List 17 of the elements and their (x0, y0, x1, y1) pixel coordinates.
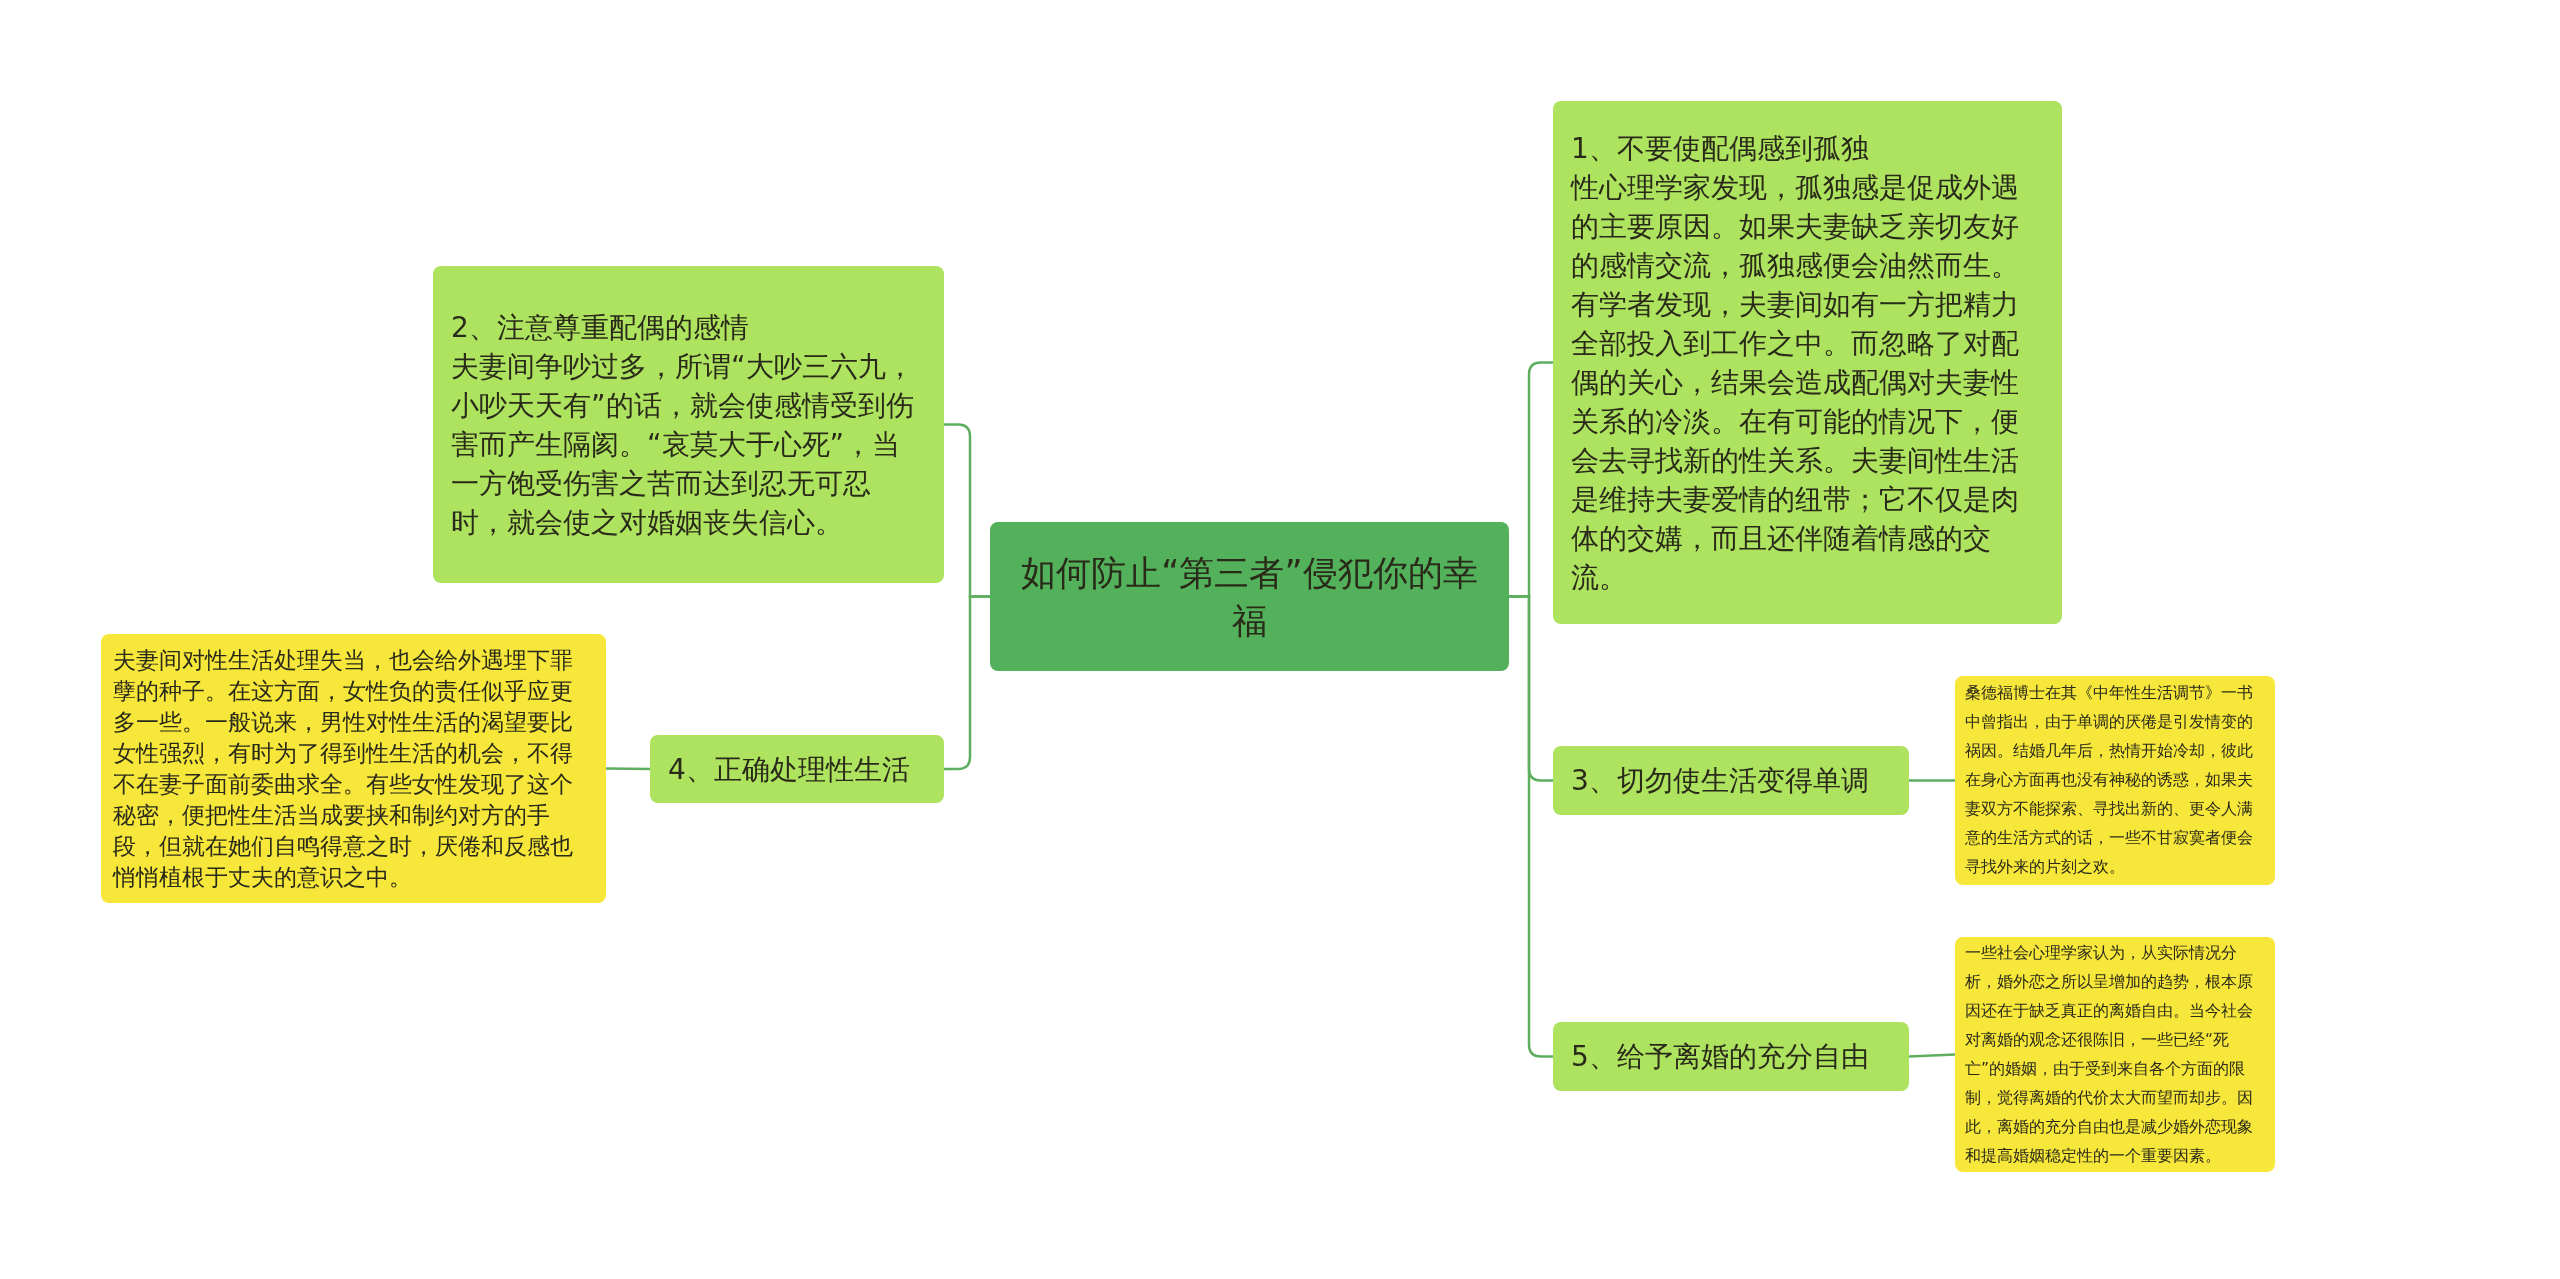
note-box: 一些社会心理学家认为，从实际情况分析，婚外恋之所以呈增加的趋势，根本原因还在于缺乏真正的离婚自由。当今社会对离婚的观念还很陈旧，一些已经“死亡”的婚姻，由于受到来自各个方面的限制，觉得离婚的代价太大而望而却步。因此，离婚的充分自由也是减少婚外恋现象和提高婚姻稳定性的一个重要因素。 (1955, 937, 2275, 1172)
topic-box (1553, 101, 2062, 624)
connector-line (606, 767, 650, 771)
note-box: 桑德福博士在其《中年性生活调节》一书中曾指出，由于单调的厌倦是引发情变的祸因。结婚几年后，热情开始冷却，彼此在身心方面再也没有神秘的诱惑，如果夫妻双方不能探索、寻找出新的、更令人满意的生活方式的话，一些不甘寂寞者便会寻找外来的片刻之欢。 (1955, 676, 2275, 885)
topic-heading: 2、注意尊重配偶的感情 (451, 309, 750, 346)
topic-body-text: 性心理学家发现，孤独感是促成外遇的主要原因。如果夫妻缺乏亲切友好的感情交流，孤独感便会油然而生。有学者发现，夫妻间如有一方把精力全部投入到工作之中。而忽略了对配偶的关心，结果会造成配偶对夫妻性关系的冷淡。在有可能的情况下，便会去寻找新的性关系。夫妻间性生活是维持夫妻爱情的纽带；它不仅是肉体的交媾，而且还伴随着情感的交流。 (1571, 169, 2020, 596)
topic-box: 4、正确处理性生活 (650, 735, 944, 803)
connector-line (1509, 595, 1553, 1058)
topic-box (433, 266, 944, 583)
central-topic-box: 如何防止“第三者”侵犯你的幸福 (990, 522, 1509, 671)
connector-line (1909, 779, 1955, 782)
topic-body-text: 夫妻间争吵过多，所谓“大吵三六九，小吵天天有”的话，就会使感情受到伤害而产生隔阂。“哀莫大于心死”，当一方饱受伤害之苦而达到忍无可忍时，就会使之对婚姻丧失信心。 (451, 348, 915, 541)
topic-heading: 1、不要使配偶感到孤独 (1571, 130, 1870, 167)
note-box: 夫妻间对性生活处理失当，也会给外遇埋下罪孽的种子。在这方面，女性负的责任似乎应更多一些。一般说来，男性对性生活的渴望要比女性强烈，有时为了得到性生活的机会，不得不在妻子面前委曲求全。有些女性发现了这个秘密，便把性生活当成要挟和制约对方的手段，但就在她们自鸣得意之时，厌倦和反感也悄悄植根于丈夫的意识之中。 (101, 634, 606, 903)
connector-line (1908, 1053, 1956, 1058)
topic-box: 3、切勿使生活变得单调 (1553, 746, 1909, 815)
topic-box: 5、给予离婚的充分自由 (1553, 1022, 1909, 1091)
